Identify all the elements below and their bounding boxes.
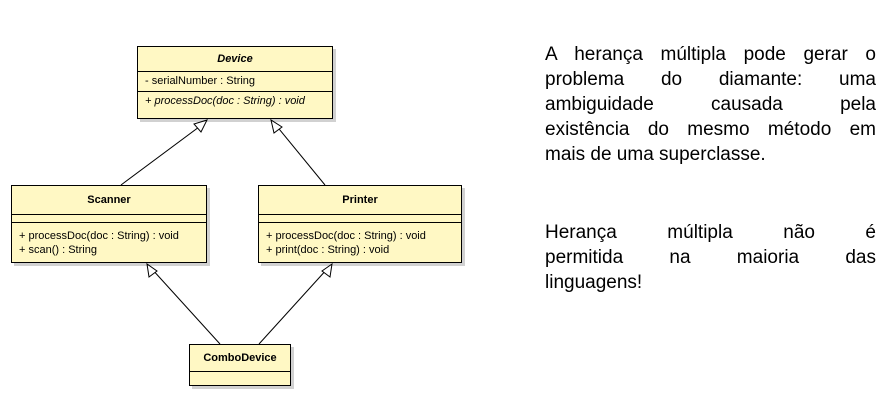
text-line: linguagens! — [545, 272, 643, 293]
class-combo-device-attributes — [190, 371, 290, 379]
class-combo-device-name: ComboDevice — [203, 352, 277, 364]
text-line: problema do diamante: uma — [545, 69, 876, 90]
class-device-operations: + processDoc(doc : String) : void — [138, 91, 332, 111]
operation-print: + print(doc : String) : void — [266, 244, 390, 256]
class-scanner-attributes — [12, 214, 206, 222]
operation-process-doc: + processDoc(doc : String) : void — [19, 230, 179, 242]
class-scanner-operations: + processDoc(doc : String) : void + scan… — [12, 222, 206, 257]
class-device-name: Device — [217, 53, 253, 65]
class-combo-device: ComboDevice — [189, 344, 291, 386]
class-scanner-name: Scanner — [87, 194, 131, 206]
operation-scan: + scan() : String — [19, 244, 97, 256]
operation-process-doc: + processDoc(doc : String) : void — [145, 95, 305, 107]
text-line: mais de uma superclasse. — [545, 144, 766, 165]
text-line: existência do mesmo método em — [545, 119, 876, 140]
class-printer-operations: + processDoc(doc : String) : void + prin… — [259, 222, 461, 257]
paragraph-not-allowed: Herança múltipla não é permitida na maio… — [545, 220, 876, 295]
class-device-attributes: - serialNumber : String — [138, 71, 332, 91]
class-printer-attributes — [259, 214, 461, 222]
class-printer: Printer + processDoc(doc : String) : voi… — [258, 185, 462, 263]
class-scanner: Scanner + processDoc(doc : String) : voi… — [11, 185, 207, 263]
paragraph-diamond-problem: A herança múltipla pode gerar o problema… — [545, 42, 876, 167]
arrow-head-scanner-device — [193, 119, 208, 133]
arrow-printer-to-device — [274, 123, 326, 186]
text-line: Herança múltipla não é — [545, 222, 876, 243]
arrow-scanner-to-device — [120, 123, 204, 186]
arrow-combo-to-scanner — [150, 267, 221, 345]
text-line: ambiguidade causada pela — [545, 94, 876, 115]
arrow-combo-to-printer — [258, 267, 329, 345]
class-device: Device - serialNumber : String + process… — [137, 46, 333, 119]
text-line: A herança múltipla pode gerar o — [545, 44, 876, 65]
arrow-head-printer-device — [270, 118, 283, 134]
attribute-serial-number: - serialNumber : String — [145, 75, 256, 87]
operation-process-doc: + processDoc(doc : String) : void — [266, 230, 426, 242]
arrow-head-combo-printer — [321, 262, 333, 278]
arrow-head-combo-scanner — [146, 262, 158, 278]
text-line: permitida na maioria das — [545, 247, 876, 268]
class-printer-name: Printer — [342, 194, 378, 206]
